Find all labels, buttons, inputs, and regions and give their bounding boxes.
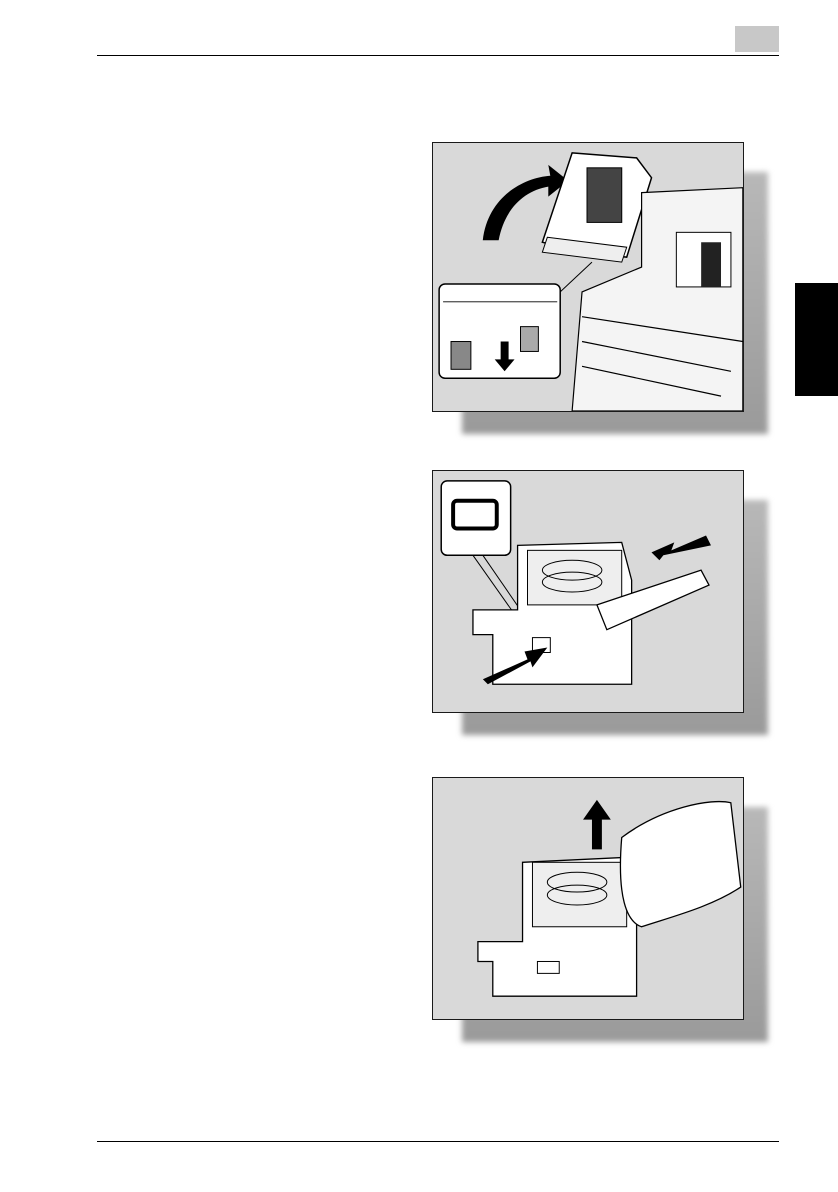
staple-cartridge-remove-illustration <box>433 778 743 1019</box>
cartridge-top <box>528 550 622 605</box>
figure-panel <box>432 142 744 412</box>
inset-stapler-right <box>521 327 539 352</box>
finisher-dark-area <box>701 242 721 287</box>
figure-panel <box>432 777 744 1020</box>
figure-lift-cartridge <box>432 777 744 1020</box>
chapter-side-tab <box>795 283 838 396</box>
figure-panel <box>432 470 744 713</box>
inset-pointer <box>560 262 592 292</box>
hand-shape <box>620 802 740 927</box>
inset-tab-icon <box>453 501 497 529</box>
press-arrow-icon-right <box>651 535 711 560</box>
cartridge-tab <box>537 961 559 973</box>
figure-open-cover <box>432 142 744 412</box>
figure-press-tabs <box>432 470 744 713</box>
cover-window <box>587 168 622 223</box>
chapter-number-tab <box>735 26 779 52</box>
inset-stapler-unit <box>451 342 471 370</box>
header-rule <box>97 55 779 56</box>
finisher-cover-illustration <box>433 143 743 411</box>
footer-rule <box>97 1141 779 1142</box>
staple-cartridge-press-illustration <box>433 471 743 712</box>
lift-arrow-icon <box>583 800 611 850</box>
